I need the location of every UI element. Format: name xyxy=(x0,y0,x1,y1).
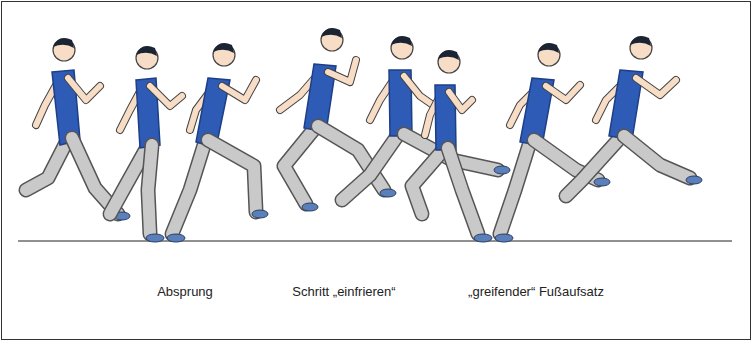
ground-line xyxy=(18,240,732,241)
phase-label: Absprung xyxy=(157,284,213,299)
runner-figure xyxy=(566,36,702,196)
runner-figure xyxy=(280,28,396,211)
runner-figure xyxy=(110,46,182,242)
phase-label: Schritt „einfrieren“ xyxy=(292,284,395,299)
runner-figure xyxy=(412,50,492,242)
runner-figure xyxy=(167,43,268,242)
runner-figure xyxy=(495,43,610,242)
phase-label: „greifender“ Fußaufsatz xyxy=(468,284,604,299)
